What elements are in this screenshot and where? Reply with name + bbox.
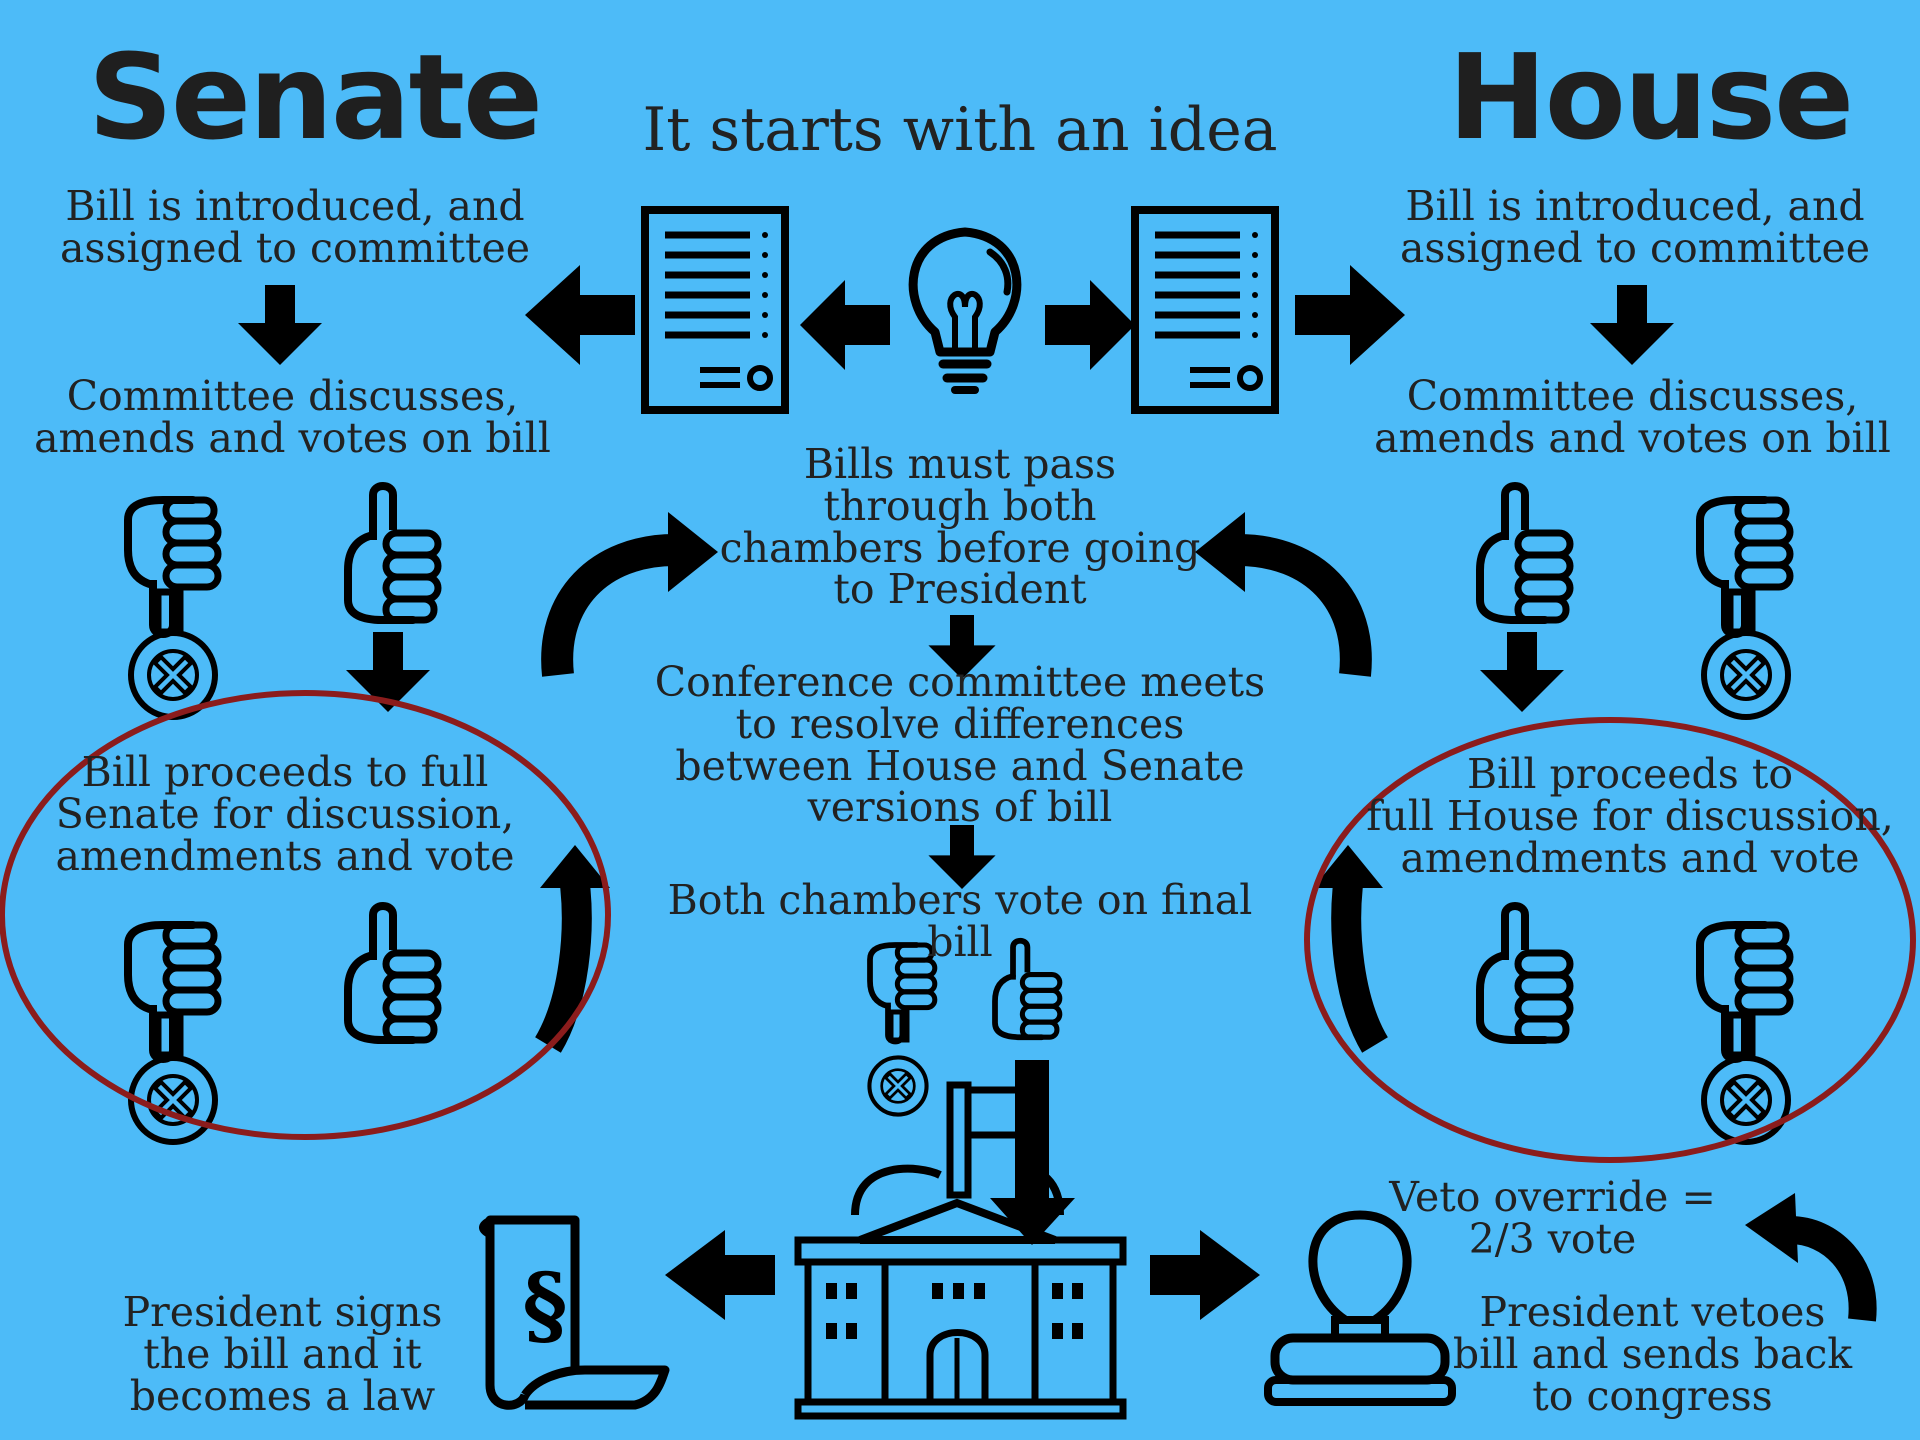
reject-x-icon xyxy=(869,1057,926,1114)
arrow-icon xyxy=(800,280,890,370)
svg-text:§: § xyxy=(523,1255,568,1356)
thumbs-up-icon xyxy=(348,486,438,620)
senate-committee-text: Committee discusses, amends and votes on… xyxy=(34,372,551,462)
house-full-text: Bill proceeds to full House for discussi… xyxy=(1366,750,1894,882)
curved-arrow-icon xyxy=(1745,1193,1877,1322)
veto-override-text: Veto override = 2/3 vote xyxy=(1389,1173,1716,1263)
house-down-arrow-icon xyxy=(1480,632,1564,712)
center-title: It starts with an idea xyxy=(642,95,1278,165)
house-down-arrow-icon xyxy=(1590,285,1674,365)
house-committee-text: Committee discusses, amends and votes on… xyxy=(1374,372,1891,462)
thumbs-up-icon xyxy=(348,906,438,1040)
arrow-icon xyxy=(1045,280,1135,370)
thumbs-up-icon xyxy=(1480,486,1570,620)
house-document-icon xyxy=(1135,210,1275,410)
thumbs-down-icon xyxy=(1700,925,1790,1059)
arrow-icon xyxy=(525,265,635,365)
arrow-icon xyxy=(665,1230,775,1320)
senate-title: Senate xyxy=(88,28,543,166)
curved-arrow-icon xyxy=(541,512,718,677)
thumbs-down-icon xyxy=(128,925,218,1059)
arrow-icon xyxy=(990,1060,1075,1245)
reject-x-icon xyxy=(1704,1058,1788,1142)
senate-document-icon xyxy=(645,210,785,410)
senate-full-text: Bill proceeds to full Senate for discuss… xyxy=(55,748,515,880)
reject-x-icon xyxy=(1704,633,1788,717)
curved-arrow-icon xyxy=(534,845,610,1053)
thumbs-up-icon xyxy=(1480,906,1570,1040)
lightbulb-icon xyxy=(913,232,1017,390)
house-title: House xyxy=(1448,28,1854,166)
arrow-icon xyxy=(1295,265,1405,365)
curved-arrow-icon xyxy=(1313,845,1389,1053)
senate-highlight-circle xyxy=(0,690,611,1140)
president-vetoes-text: President vetoes bill and sends back to … xyxy=(1452,1288,1853,1420)
final-vote-text: Both chambers vote on final bill xyxy=(667,876,1253,966)
house-highlight-circle xyxy=(1304,717,1916,1163)
stamp-icon xyxy=(1264,1210,1456,1406)
arrow-icon xyxy=(1150,1230,1260,1320)
house-introduced-text: Bill is introduced, and assigned to comm… xyxy=(1399,182,1871,272)
president-signs-text: President signs the bill and it becomes … xyxy=(122,1288,443,1420)
law-scroll-icon: § xyxy=(479,1215,670,1410)
both-chambers-text: Bills must pass through both chambers be… xyxy=(719,440,1201,614)
thumbs-down-icon xyxy=(128,500,218,634)
white-house-icon xyxy=(794,1081,1127,1420)
conference-committee-text: Conference committee meets to resolve di… xyxy=(654,658,1266,832)
senate-introduced-text: Bill is introduced, and assigned to comm… xyxy=(59,182,531,272)
thumbs-down-icon xyxy=(1700,500,1790,634)
curved-arrow-icon xyxy=(1195,512,1372,677)
senate-down-arrow-icon xyxy=(238,285,322,365)
